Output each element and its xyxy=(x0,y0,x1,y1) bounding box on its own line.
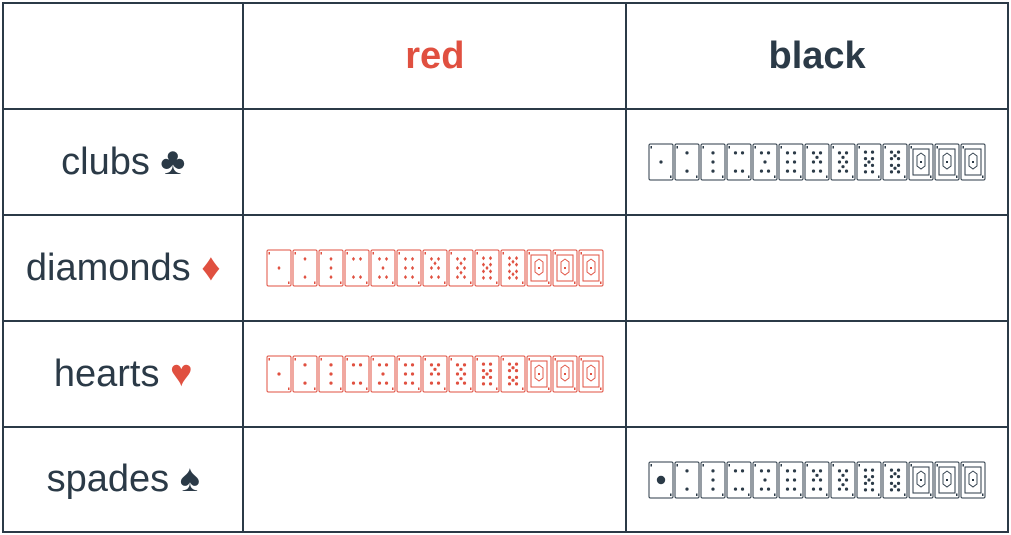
suit-name: hearts xyxy=(53,352,160,395)
playing-card xyxy=(448,355,474,393)
playing-card xyxy=(422,355,448,393)
header-row: red black xyxy=(1,2,1009,110)
suit-name: clubs xyxy=(61,140,150,183)
red-cell xyxy=(242,320,628,428)
club-icon: ♣ xyxy=(160,140,186,183)
playing-card xyxy=(292,249,318,287)
playing-card xyxy=(396,249,422,287)
playing-card xyxy=(474,249,500,287)
spade-icon: ♠ xyxy=(179,458,200,500)
playing-card xyxy=(552,355,578,393)
row-label-cell: spades ♠ xyxy=(1,426,245,533)
playing-card xyxy=(752,461,778,498)
row-label-cell: hearts ♥ xyxy=(1,320,245,428)
row-label: diamonds ♦ xyxy=(26,247,221,289)
corner-cell xyxy=(1,2,245,110)
row-label-cell: diamonds ♦ xyxy=(1,214,245,322)
playing-card xyxy=(552,249,578,287)
playing-card xyxy=(266,355,292,393)
playing-card xyxy=(830,461,856,498)
playing-card xyxy=(882,461,908,498)
playing-card xyxy=(648,143,674,181)
black-cell xyxy=(625,426,1009,533)
playing-card xyxy=(804,143,830,181)
playing-card xyxy=(500,355,526,393)
playing-card xyxy=(474,355,500,393)
playing-card xyxy=(526,249,552,287)
playing-card xyxy=(344,249,370,287)
playing-card xyxy=(726,461,752,498)
playing-card xyxy=(908,461,934,498)
header-red-label: red xyxy=(405,34,465,77)
playing-card xyxy=(370,249,396,287)
playing-card xyxy=(578,249,604,287)
playing-card xyxy=(370,355,396,393)
playing-card xyxy=(500,249,526,287)
playing-card xyxy=(778,461,804,498)
black-cell xyxy=(625,320,1009,428)
playing-card xyxy=(648,461,674,498)
playing-card xyxy=(700,143,726,181)
playing-card xyxy=(318,355,344,393)
black-cell xyxy=(625,108,1009,216)
heart-icon: ♥ xyxy=(170,352,193,395)
playing-card xyxy=(578,355,604,393)
card-strip-svg xyxy=(266,355,604,393)
header-red: red xyxy=(242,2,628,110)
playing-card xyxy=(908,143,934,181)
diamond-icon: ♦ xyxy=(201,246,221,289)
playing-card xyxy=(700,461,726,498)
red-cell xyxy=(242,426,628,533)
row-diamonds: diamonds ♦ xyxy=(1,214,1009,322)
row-spades: spades ♠ xyxy=(1,426,1009,533)
card-strip-svg xyxy=(648,461,986,498)
playing-card xyxy=(934,461,960,498)
playing-card xyxy=(422,249,448,287)
row-hearts: hearts ♥ xyxy=(1,320,1009,428)
row-clubs: clubs ♣ xyxy=(1,108,1009,216)
playing-card xyxy=(266,249,292,287)
playing-card xyxy=(830,143,856,181)
playing-card xyxy=(960,461,986,498)
suit-name: spades xyxy=(46,458,170,500)
playing-card xyxy=(856,461,882,498)
playing-card xyxy=(344,355,370,393)
card-strip-clubs xyxy=(648,143,986,181)
card-strip-spades xyxy=(648,461,986,499)
playing-card xyxy=(292,355,318,393)
card-strip-svg xyxy=(648,143,986,181)
suit-name: diamonds xyxy=(25,246,191,289)
header-black: black xyxy=(625,2,1009,110)
row-label-cell: clubs ♣ xyxy=(1,108,245,216)
playing-card xyxy=(960,143,986,181)
playing-card xyxy=(934,143,960,181)
black-cell xyxy=(625,214,1009,322)
playing-card xyxy=(882,143,908,181)
header-black-label: black xyxy=(768,34,866,77)
card-strip-svg xyxy=(266,249,604,287)
playing-card xyxy=(448,249,474,287)
playing-card xyxy=(726,143,752,181)
playing-card xyxy=(318,249,344,287)
card-strip-diamonds xyxy=(266,249,604,287)
playing-card xyxy=(856,143,882,181)
playing-card xyxy=(674,461,700,498)
row-label: clubs ♣ xyxy=(61,141,185,183)
red-cell xyxy=(242,108,628,216)
playing-card xyxy=(526,355,552,393)
playing-card xyxy=(778,143,804,181)
playing-card xyxy=(752,143,778,181)
card-strip-hearts xyxy=(266,355,604,393)
playing-card xyxy=(804,461,830,498)
playing-card xyxy=(674,143,700,181)
row-label: hearts ♥ xyxy=(54,353,193,395)
red-cell xyxy=(242,214,628,322)
playing-card xyxy=(396,355,422,393)
row-label: spades ♠ xyxy=(47,458,200,500)
